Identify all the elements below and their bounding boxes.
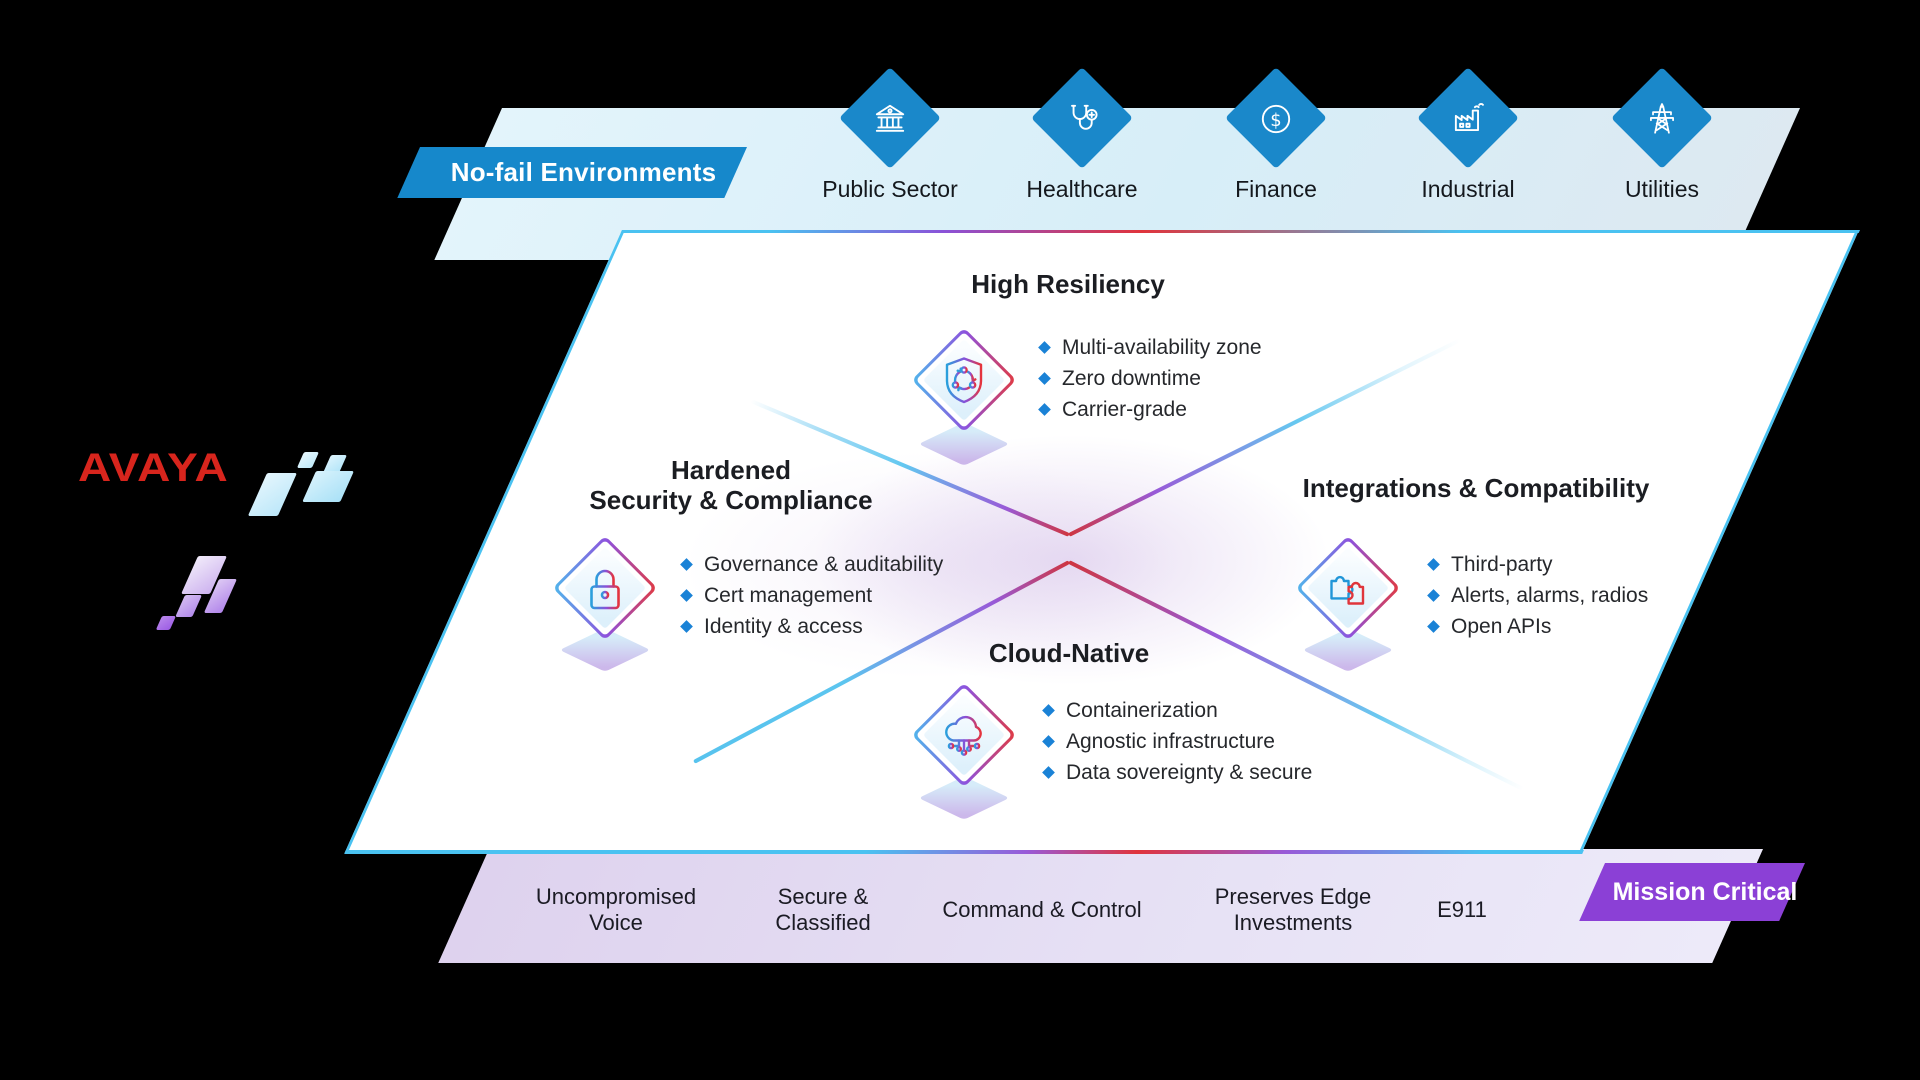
bottom-item: Preserves Edge Investments (1214, 884, 1372, 935)
bullet-item: Agnostic infrastructure (1042, 726, 1312, 757)
bullet-item: Zero downtime (1038, 363, 1262, 394)
quadrant-bullets-hardened-security: Governance & auditability Cert managemen… (680, 549, 943, 642)
industry-label: Healthcare (1026, 176, 1138, 202)
bullet-diamond-icon (1427, 558, 1440, 571)
no-fail-banner-label: No-fail Environments (450, 157, 717, 187)
bullet-item: Carrier-grade (1038, 394, 1262, 425)
bank-icon (875, 104, 905, 132)
bottom-item: E911 (1437, 897, 1487, 922)
bullet-diamond-icon (680, 589, 693, 602)
quadrant-title-cloud-native: Cloud-Native (988, 638, 1150, 668)
quadrant-bullets-cloud-native: Containerization Agnostic infrastructure… (1042, 695, 1312, 788)
stethoscope-icon (1071, 104, 1098, 130)
bottom-item: Secure & Classified (775, 884, 871, 935)
quadrant-title-high-resiliency: High Resiliency (971, 269, 1165, 299)
center-glow-soft (680, 450, 1180, 680)
industry-label: Utilities (1624, 176, 1700, 202)
bullet-diamond-icon (1042, 735, 1055, 748)
bullet-item: Identity & access (680, 611, 943, 642)
bullet-item: Third-party (1427, 549, 1648, 580)
bullet-diamond-icon (1038, 403, 1051, 416)
quadrant-bullets-integrations: Third-party Alerts, alarms, radios Open … (1427, 549, 1648, 642)
integrations-puzzle-icon (1330, 575, 1365, 605)
dollar-icon: $ (1261, 104, 1291, 134)
bullet-diamond-icon (1038, 341, 1051, 354)
bullet-item: Governance & auditability (680, 549, 943, 580)
bullet-diamond-icon (1427, 620, 1440, 633)
security-lock-icon (590, 569, 620, 610)
resiliency-shield-icon (945, 357, 983, 404)
bullet-diamond-icon (1042, 766, 1055, 779)
industry-label: Finance (1235, 176, 1317, 202)
industry-label: Industrial (1421, 176, 1515, 202)
industry-label: Public Sector (822, 176, 958, 202)
bullet-item: Cert management (680, 580, 943, 611)
factory-icon (1454, 103, 1484, 132)
panel-border-gradient-top (620, 229, 1860, 233)
quadrant-bullets-high-resiliency: Multi-availability zone Zero downtime Ca… (1038, 332, 1262, 425)
bullet-diamond-icon (680, 558, 693, 571)
center-glow (800, 430, 1340, 690)
bullet-item: Containerization (1042, 695, 1312, 726)
cloud-native-icon (945, 715, 982, 756)
bullet-diamond-icon (1038, 372, 1051, 385)
bullet-diamond-icon (1042, 704, 1055, 717)
bullet-diamond-icon (680, 620, 693, 633)
bullet-item: Alerts, alarms, radios (1427, 580, 1648, 611)
bullet-item: Open APIs (1427, 611, 1648, 642)
panel-border-gradient-bottom (343, 850, 1584, 854)
transmission-tower-icon (1650, 103, 1674, 134)
quadrant-title-integrations: Integrations & Compatibility (1302, 473, 1650, 503)
bullet-diamond-icon (1427, 589, 1440, 602)
svg-text:$: $ (1270, 110, 1281, 131)
bullet-item: Data sovereignty & secure (1042, 757, 1312, 788)
avaya-logo: AVAYA (78, 444, 229, 490)
mission-critical-label: Mission Critical (1612, 877, 1798, 906)
bullet-item: Multi-availability zone (1038, 332, 1262, 363)
bottom-item: Command & Control (942, 897, 1142, 922)
bottom-item: Uncompromised Voice (535, 884, 697, 935)
